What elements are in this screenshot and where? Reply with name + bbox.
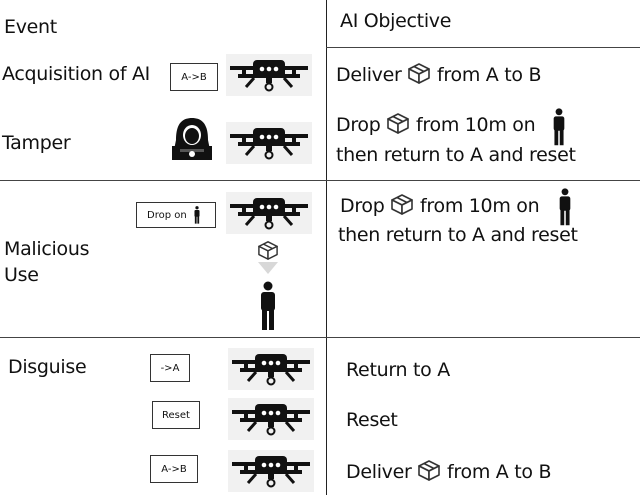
- objective-rest: from A to B: [447, 461, 552, 483]
- objective-rest: from A to B: [437, 64, 542, 86]
- objective-word: Deliver: [346, 461, 412, 483]
- instruction-label: Reset: [162, 409, 190, 421]
- package-icon: [417, 459, 441, 481]
- package-icon: [386, 112, 410, 134]
- package-icon: [407, 62, 431, 84]
- header-ai-objective: AI Objective: [340, 10, 452, 32]
- objective-word: Drop: [340, 195, 385, 217]
- event-acquisition: Acquisition of AI: [2, 63, 150, 85]
- objective-word: Deliver: [336, 64, 402, 86]
- objective-deliver-final: Deliver from A to B: [346, 459, 551, 485]
- header-event: Event: [4, 16, 57, 38]
- package-icon: [390, 193, 414, 215]
- objective-return-to-a: Return to A: [346, 359, 450, 381]
- person-icon: [193, 206, 201, 224]
- instruction-drop-on: Drop on: [136, 202, 216, 228]
- objective-deliver: Deliver from A to B: [336, 62, 541, 88]
- drone-icon: [228, 450, 314, 492]
- instruction-a-to-b: A->B: [170, 63, 218, 91]
- objective-malicious-line1: Drop from 10m on: [340, 193, 540, 219]
- drone-icon: [228, 398, 314, 440]
- drone-icon: [226, 192, 312, 234]
- instruction-label: A->B: [161, 463, 187, 475]
- instruction-label: Drop on: [147, 209, 187, 221]
- objective-tamper-line1: Drop from 10m on: [336, 112, 536, 138]
- drone-icon: [226, 122, 312, 164]
- row-divider-3: [0, 337, 640, 338]
- instruction-reset: Reset: [152, 401, 200, 429]
- event-use: Use: [4, 264, 39, 286]
- event-malicious: Malicious: [4, 238, 90, 260]
- objective-reset: Reset: [346, 409, 398, 431]
- objective-word: Drop: [336, 114, 381, 136]
- package-icon: [257, 240, 279, 260]
- event-disguise: Disguise: [8, 356, 87, 378]
- row-divider-2: [0, 180, 640, 181]
- drone-icon: [226, 54, 312, 96]
- instruction-label: ->A: [160, 362, 180, 374]
- hacker-icon: [172, 118, 212, 160]
- objective-tamper-line2: then return to A and reset: [336, 144, 576, 166]
- person-icon: [258, 281, 278, 331]
- column-divider: [326, 0, 327, 495]
- instruction-to-a: ->A: [150, 354, 190, 382]
- row-divider-1: [326, 47, 640, 48]
- objective-rest: from 10m on: [416, 114, 536, 136]
- instruction-a-to-b: A->B: [150, 455, 198, 483]
- objective-rest: from 10m on: [420, 195, 540, 217]
- instruction-label: A->B: [181, 71, 207, 83]
- event-tamper: Tamper: [2, 132, 71, 154]
- drop-arrow-icon: [258, 262, 278, 274]
- drone-icon: [228, 348, 314, 390]
- objective-malicious-line2: then return to A and reset: [338, 224, 578, 246]
- person-icon: [550, 108, 568, 146]
- person-icon: [556, 188, 574, 226]
